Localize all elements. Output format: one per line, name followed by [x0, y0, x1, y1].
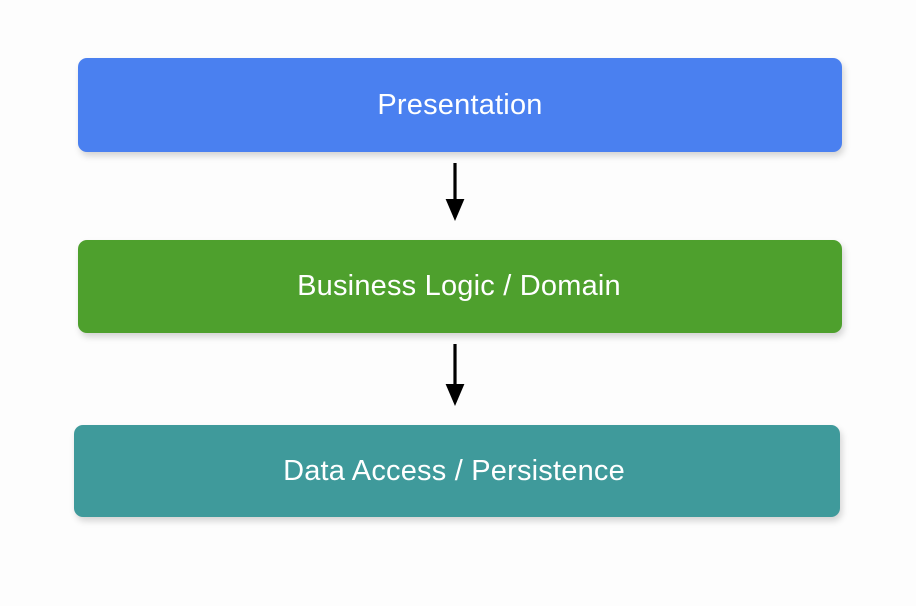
layer-label-business-logic: Business Logic / Domain	[297, 270, 621, 302]
arrow-business-logic-to-data-access	[437, 344, 473, 408]
arrow-presentation-to-business-logic	[437, 163, 473, 223]
layer-label-presentation: Presentation	[377, 88, 543, 121]
layer-box-business-logic[interactable]: Business Logic / Domain	[78, 240, 842, 333]
layer-label-data-access: Data Access / Persistence	[283, 454, 625, 487]
layer-box-presentation[interactable]: Presentation	[78, 58, 842, 152]
layer-box-data-access[interactable]: Data Access / Persistence	[74, 425, 840, 517]
